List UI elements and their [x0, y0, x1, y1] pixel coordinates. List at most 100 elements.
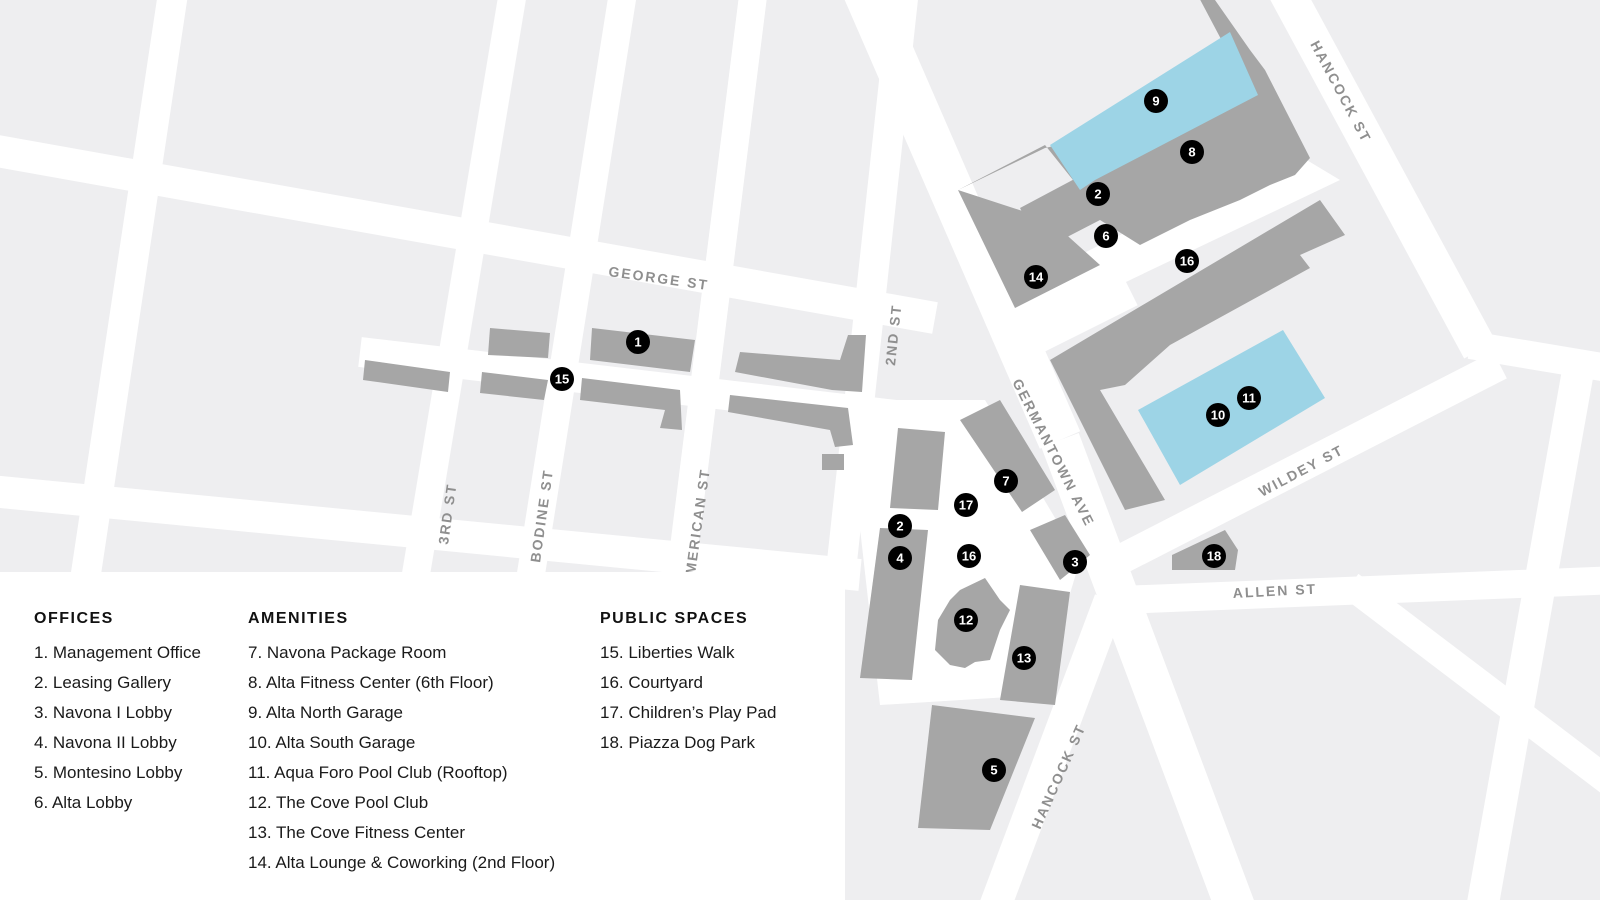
marker-dot	[1012, 646, 1036, 670]
marker-number: 3	[1071, 555, 1078, 570]
navona-ii-north-building	[890, 428, 945, 510]
marker-dot	[982, 758, 1006, 782]
marker-dot	[954, 493, 978, 517]
legend-public-spaces: PUBLIC SPACES 15. Liberties Walk 16. Cour…	[600, 610, 776, 758]
marker-dot	[1024, 265, 1048, 289]
alta-courtyard-road	[992, 274, 1138, 371]
marker-dot	[1086, 182, 1110, 206]
marker-number: 6	[1102, 229, 1109, 244]
legend-item: 5. Montesino Lobby	[34, 763, 183, 782]
marker-dot	[1180, 140, 1204, 164]
alta-courtyard-plaza	[1000, 150, 1340, 330]
germantown-ave-south-road	[1041, 432, 1254, 900]
east-avenue-road	[1467, 357, 1596, 900]
american-st-road	[666, 0, 767, 582]
legend-item: 13. The Cove Fitness Center	[248, 823, 466, 842]
marker-dot	[954, 608, 978, 632]
marker-6[interactable]: 6	[1094, 224, 1118, 248]
marker-16[interactable]: 16	[1175, 249, 1199, 273]
marker-13[interactable]: 13	[1012, 646, 1036, 670]
liberties-building-d	[580, 378, 682, 430]
southeast-diagonal-road	[1341, 573, 1600, 793]
marker-dot	[994, 469, 1018, 493]
marker-number: 18	[1207, 549, 1221, 564]
alta-south-garage	[1138, 330, 1325, 485]
3rd-st-road	[401, 0, 526, 583]
marker-dot	[1175, 249, 1199, 273]
legend-item: 12. The Cove Pool Club	[248, 793, 429, 812]
marker-dot	[1202, 544, 1226, 568]
marker-12[interactable]: 12	[954, 608, 978, 632]
marker-7[interactable]: 7	[994, 469, 1018, 493]
marker-number: 2	[1094, 187, 1101, 202]
legend-item: 7. Navona Package Room	[248, 643, 447, 662]
legend-item: 8. Alta Fitness Center (6th Floor)	[248, 673, 494, 692]
allen-st-label: ALLEN ST	[1232, 581, 1317, 601]
marker-14[interactable]: 14	[1024, 265, 1048, 289]
marker-15[interactable]: 15	[550, 367, 574, 391]
marker-11[interactable]: 11	[1237, 386, 1261, 410]
marker-5[interactable]: 5	[982, 758, 1006, 782]
marker-number: 4	[896, 551, 904, 566]
marker-number: 1	[634, 335, 641, 350]
liberties-building-a	[488, 328, 550, 358]
marker-8[interactable]: 8	[1180, 140, 1204, 164]
marker-number: 12	[959, 613, 973, 628]
alta-south-building	[1050, 200, 1345, 510]
bodine-st-road	[516, 0, 637, 583]
marker-16[interactable]: 16	[957, 544, 981, 568]
marker-18[interactable]: 18	[1202, 544, 1226, 568]
marker-dot	[888, 546, 912, 570]
cove-fitness-building	[1000, 585, 1070, 705]
liberties-building-g	[822, 454, 844, 470]
marker-dot	[550, 367, 574, 391]
marker-number: 10	[1211, 408, 1225, 423]
marker-number: 9	[1152, 94, 1159, 109]
navona-ii-building	[860, 528, 928, 680]
legend-public-spaces-list: 15. Liberties Walk 16. Courtyard 17. Child…	[600, 638, 776, 758]
liberties-building-b	[363, 360, 450, 392]
marker-9[interactable]: 9	[1144, 89, 1168, 113]
marker-number: 15	[555, 372, 569, 387]
legend-item: 16. Courtyard	[600, 673, 703, 692]
marker-number: 2	[896, 519, 903, 534]
legend-item: 15. Liberties Walk	[600, 643, 735, 662]
marker-number: 11	[1242, 391, 1256, 406]
marker-number: 13	[1017, 651, 1031, 666]
legend-item: 6. Alta Lobby	[34, 793, 133, 812]
marker-dot	[1144, 89, 1168, 113]
legend-amenities-list: 7. Navona Package Room 8. Alta Fitness Ce…	[248, 638, 555, 878]
legend-item: 2. Leasing Gallery	[34, 673, 172, 692]
marker-number: 16	[1180, 254, 1194, 269]
legend-public-spaces-title: PUBLIC SPACES	[600, 610, 749, 627]
marker-number: 17	[959, 498, 973, 513]
liberties-building-f	[728, 395, 853, 447]
marker-1[interactable]: 1	[626, 330, 650, 354]
germantown-ave-north-road	[844, 0, 1081, 449]
legend-item: 17. Children’s Play Pad	[600, 703, 777, 722]
marker-2[interactable]: 2	[1086, 182, 1110, 206]
marker-dot	[1237, 386, 1261, 410]
marker-dot	[1094, 224, 1118, 248]
marker-2[interactable]: 2	[888, 514, 912, 538]
marker-dot	[1206, 403, 1230, 427]
marker-10[interactable]: 10	[1206, 403, 1230, 427]
marker-17[interactable]: 17	[954, 493, 978, 517]
marker-dot	[1063, 550, 1087, 574]
marker-dot	[957, 544, 981, 568]
wildey-st-road	[1093, 351, 1507, 584]
hancock-st-south-road	[980, 594, 1125, 900]
marker-number: 14	[1029, 270, 1044, 285]
liberties-building-e	[735, 335, 866, 392]
marker-dot	[626, 330, 650, 354]
marker-4[interactable]: 4	[888, 546, 912, 570]
marker-number: 8	[1188, 145, 1195, 160]
west-avenue-road	[70, 0, 188, 583]
legend-item: 14. Alta Lounge & Coworking (2nd Floor)	[248, 853, 556, 872]
legend-offices-title: OFFICES	[34, 610, 114, 627]
marker-3[interactable]: 3	[1063, 550, 1087, 574]
